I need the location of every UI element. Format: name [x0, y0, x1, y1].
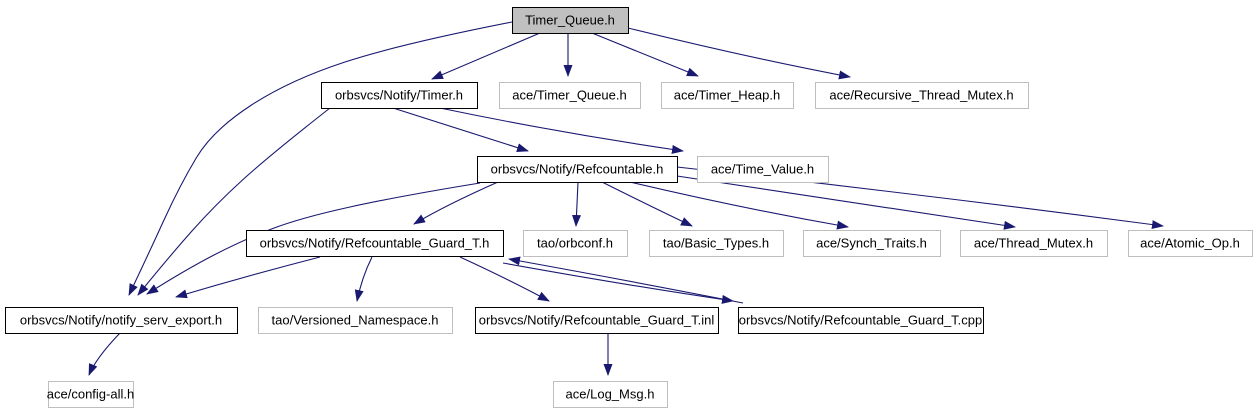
graph-edge-refcountable-to-notify_serv — [146, 182, 481, 295]
node-box[interactable] — [321, 82, 478, 109]
graph-node-ace_timer_heap[interactable]: ace/Timer_Heap.h — [661, 82, 794, 109]
graph-edge-guard_t_cpp-to-guard_t_h — [508, 256, 744, 304]
node-box[interactable] — [803, 230, 941, 257]
graph-edge-guard_t_h-to-versioned_ns — [354, 256, 373, 302]
graph-edge-notify_timer-to-notify_serv — [137, 107, 331, 296]
node-box[interactable] — [499, 82, 641, 109]
graph-edge-refcountable-to-thread_mutex — [676, 175, 1016, 230]
node-label: orbsvcs/Notify/Refcountable_Guard_T.h — [260, 236, 490, 251]
node-box[interactable] — [48, 381, 134, 408]
graph-node-log_msg[interactable]: ace/Log_Msg.h — [553, 381, 668, 408]
graph-node-ace_recursive[interactable]: ace/Recursive_Thread_Mutex.h — [815, 82, 1029, 109]
graph-edge-timer_queue_root-to-notify_timer — [431, 32, 541, 80]
node-box[interactable] — [649, 230, 784, 257]
graph-node-basic_types[interactable]: tao/Basic_Types.h — [649, 230, 784, 257]
node-box[interactable] — [477, 156, 678, 183]
node-label: ace/config-all.h — [47, 387, 134, 402]
graph-node-refcountable[interactable]: orbsvcs/Notify/Refcountable.h — [477, 156, 678, 183]
graph-edge-timer_queue_root-to-notify_serv — [128, 21, 513, 296]
graph-edge-notify_timer-to-time_value — [439, 107, 684, 154]
graph-node-orbconf[interactable]: tao/orbconf.h — [523, 230, 628, 257]
graph-edge-timer_queue_root-to-ace_timer_heap — [591, 32, 699, 77]
node-box[interactable] — [475, 307, 719, 334]
graph-edge-notify_timer-to-refcountable — [392, 107, 529, 152]
node-label: ace/Thread_Mutex.h — [974, 236, 1093, 251]
graph-edge-timer_queue_root-to-ace_recursive — [627, 27, 851, 80]
graph-node-ace_timer_queue[interactable]: ace/Timer_Queue.h — [499, 82, 641, 109]
graph-node-time_value[interactable]: ace/Time_Value.h — [697, 156, 829, 183]
graph-node-synch_traits[interactable]: ace/Synch_Traits.h — [803, 230, 941, 257]
node-box[interactable] — [960, 230, 1108, 257]
node-box[interactable] — [258, 307, 453, 334]
node-label: ace/Atomic_Op.h — [1140, 236, 1240, 251]
node-label: ace/Time_Value.h — [711, 162, 814, 177]
graph-node-versioned_ns[interactable]: tao/Versioned_Namespace.h — [258, 307, 453, 334]
node-box[interactable] — [815, 82, 1029, 109]
node-label: Timer_Queue.h — [525, 13, 615, 28]
graph-edge-notify_serv-to-config_all — [88, 332, 121, 376]
node-label: tao/Versioned_Namespace.h — [272, 313, 439, 328]
node-box[interactable] — [512, 7, 629, 34]
node-box[interactable] — [697, 156, 829, 183]
node-label: ace/Synch_Traits.h — [816, 236, 927, 251]
node-label: tao/Basic_Types.h — [663, 236, 769, 251]
graph-node-atomic_op[interactable]: ace/Atomic_Op.h — [1128, 230, 1253, 257]
graph-node-notify_serv[interactable]: orbsvcs/Notify/notify_serv_export.h — [5, 307, 238, 334]
node-box[interactable] — [246, 230, 504, 257]
node-label: orbsvcs/Notify/Refcountable_Guard_T.inl — [479, 313, 715, 328]
node-label: orbsvcs/Notify/Timer.h — [335, 88, 463, 103]
node-label: orbsvcs/Notify/Refcountable_Guard_T.cpp — [739, 313, 983, 328]
node-label: orbsvcs/Notify/Refcountable.h — [491, 162, 664, 177]
graph-edge-refcountable-to-basic_types — [601, 181, 693, 227]
graph-edge-refcountable-to-guard_t_h — [413, 181, 499, 225]
node-box[interactable] — [523, 230, 628, 257]
graph-node-config_all[interactable]: ace/config-all.h — [47, 381, 134, 408]
graph-node-timer_queue_root[interactable]: Timer_Queue.h — [512, 7, 629, 34]
graph-node-thread_mutex[interactable]: ace/Thread_Mutex.h — [960, 230, 1108, 257]
node-box[interactable] — [738, 307, 984, 334]
graph-node-guard_t_cpp[interactable]: orbsvcs/Notify/Refcountable_Guard_T.cpp — [738, 307, 984, 334]
node-label: tao/orbconf.h — [537, 236, 613, 251]
node-box[interactable] — [553, 381, 668, 408]
node-label: orbsvcs/Notify/notify_serv_export.h — [20, 313, 222, 328]
graph-edge-guard_t_h-to-guard_t_cpp — [502, 262, 734, 304]
graph-node-guard_t_h[interactable]: orbsvcs/Notify/Refcountable_Guard_T.h — [246, 230, 504, 257]
node-box[interactable] — [1128, 230, 1253, 257]
node-box[interactable] — [661, 82, 794, 109]
node-label: ace/Timer_Heap.h — [674, 88, 780, 103]
node-label: ace/Timer_Queue.h — [512, 88, 626, 103]
node-label: ace/Recursive_Thread_Mutex.h — [829, 88, 1013, 103]
graph-edge-refcountable-to-orbconf — [572, 181, 581, 227]
graph-edge-guard_t_h-to-guard_t_inl — [459, 256, 550, 302]
graph-node-notify_timer[interactable]: orbsvcs/Notify/Timer.h — [321, 82, 478, 109]
graph-edge-refcountable-to-synch_traits — [629, 181, 849, 230]
node-label: ace/Log_Msg.h — [566, 387, 655, 402]
graph-edge-guard_t_h-to-notify_serv — [175, 256, 321, 299]
graph-node-guard_t_inl[interactable]: orbsvcs/Notify/Refcountable_Guard_T.inl — [475, 307, 719, 334]
node-box[interactable] — [5, 307, 238, 334]
